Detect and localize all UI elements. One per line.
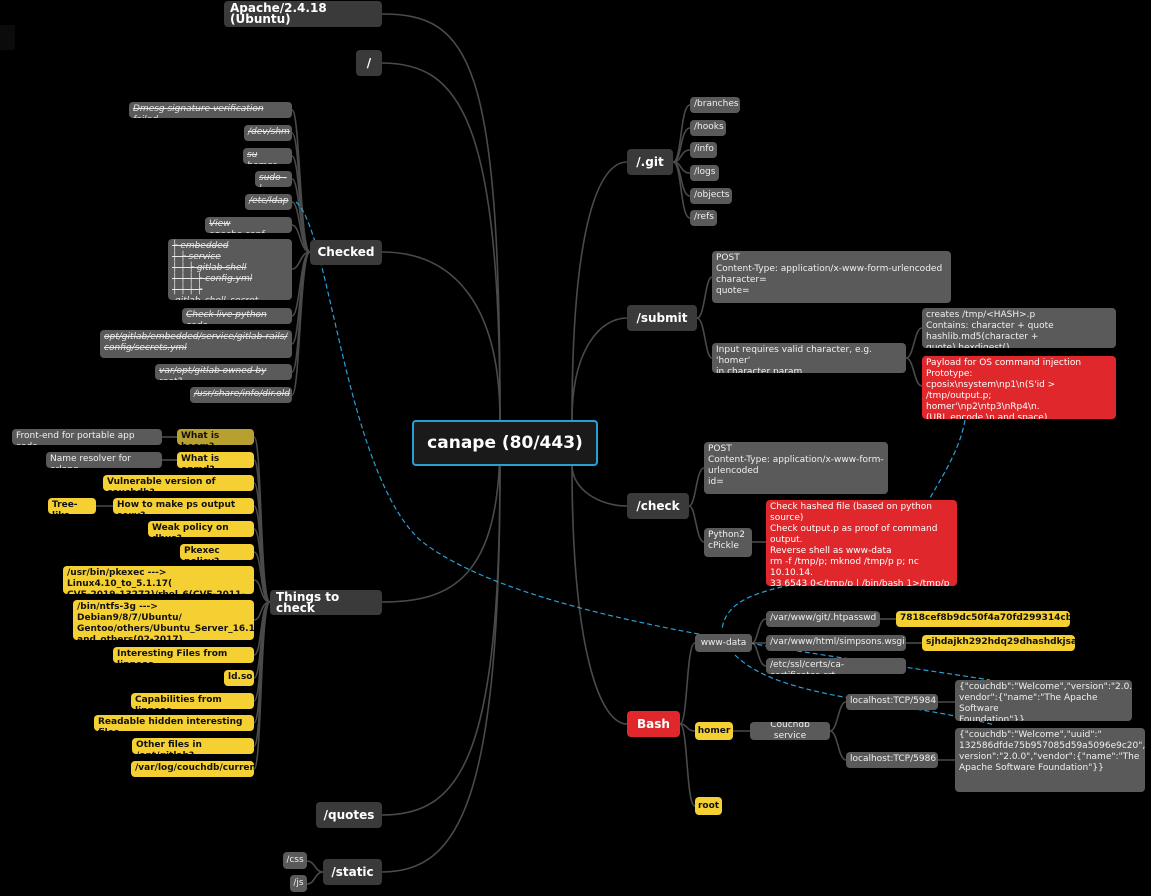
- checked-apache-conf[interactable]: View apache.conf: [205, 217, 292, 233]
- submit-post[interactable]: POST Content-Type: application/x-www-for…: [712, 251, 951, 303]
- hidden-files[interactable]: Readable hidden interesting files: [94, 715, 254, 731]
- static-css[interactable]: /css: [283, 852, 307, 869]
- checked-dir-old[interactable]: /usr/share/info/dir.old: [190, 387, 292, 403]
- git-info[interactable]: /info: [690, 142, 717, 158]
- port-5984[interactable]: localhost:TCP/5984: [846, 694, 938, 710]
- checked-dmesg[interactable]: Dmesg signature verification failed: [129, 102, 292, 118]
- couch-log-path[interactable]: /var/log/couchdb/current: [131, 761, 254, 777]
- git-objects[interactable]: /objects: [690, 188, 732, 204]
- pkexec-policy[interactable]: Pkexec policy?: [180, 544, 254, 560]
- root-user-node[interactable]: root: [695, 797, 722, 815]
- ps-answer[interactable]: Tree-like: [48, 498, 96, 514]
- capabilities[interactable]: Capabilities from linpeas: [131, 693, 254, 709]
- submit-input-note[interactable]: Input requires valid character, e.g. 'ho…: [712, 343, 906, 373]
- wsgi-secret[interactable]: sjhdajkh292hdq29dhashdkjsad: [922, 635, 1075, 651]
- couchdb-service[interactable]: Couchdb service: [750, 722, 830, 740]
- things-to-check-node[interactable]: Things to check: [270, 590, 382, 615]
- git-node[interactable]: /.git: [627, 149, 673, 175]
- checked-gitlab-tree[interactable]: ├ embedded │ ├ service │ │ ├ gitlab-shel…: [168, 239, 292, 300]
- pkexec-path[interactable]: /usr/bin/pkexec ---> Linux4.10_to_5.1.17…: [63, 566, 254, 594]
- submit-payload[interactable]: Payload for OS command injection Prototy…: [922, 356, 1116, 419]
- git-hooks[interactable]: /hooks: [690, 120, 726, 136]
- wsgi-path[interactable]: /var/www/html/simpsons.wsgi: [766, 635, 906, 651]
- beam-question[interactable]: What is beam?: [177, 429, 254, 445]
- check-post[interactable]: POST Content-Type: application/x-www-for…: [704, 442, 888, 494]
- linpeas-files[interactable]: Interesting Files from linpeas: [113, 647, 254, 663]
- bash-node[interactable]: Bash: [627, 711, 680, 737]
- checked-node[interactable]: Checked: [310, 240, 382, 265]
- checked-secrets-yml[interactable]: opt/gitlab/embedded/service/gitlab-rails…: [100, 330, 292, 358]
- epmd-answer[interactable]: Name resolver for erlang: [46, 452, 162, 468]
- checked-live-python[interactable]: Check live python code: [182, 308, 292, 324]
- ps-question[interactable]: How to make ps output sexy?: [113, 498, 254, 514]
- couchdb-vuln[interactable]: Vulnerable version of couchdb?: [103, 475, 254, 491]
- port-5986[interactable]: localhost:TCP/5986: [846, 752, 938, 768]
- central-topic[interactable]: canape (80/443): [412, 420, 598, 466]
- git-logs[interactable]: /logs: [690, 165, 719, 181]
- beam-answer[interactable]: Front-end for portable app code: [12, 429, 162, 445]
- checked-su-homer[interactable]: su homer: [243, 148, 292, 164]
- corner-artifact: [0, 25, 15, 50]
- root-path-node[interactable]: /: [356, 50, 382, 76]
- dbus-policy[interactable]: Weak policy on dbus?: [148, 521, 254, 537]
- epmd-question[interactable]: What is epmd?: [177, 452, 254, 468]
- git-branches[interactable]: /branches: [690, 97, 740, 113]
- submit-creates[interactable]: creates /tmp/<HASH>.p Contains: characte…: [922, 308, 1116, 348]
- check-hashed-file[interactable]: Check hashed file (based on python sourc…: [766, 500, 957, 586]
- static-js[interactable]: /js: [290, 875, 307, 892]
- couch-5986-json[interactable]: {"couchdb":"Welcome","uuid":" 132586dfde…: [955, 728, 1145, 792]
- homer-node[interactable]: homer: [695, 722, 733, 740]
- checked-etc-ldap[interactable]: /etc/ldap: [245, 194, 292, 210]
- couch-5984-json[interactable]: {"couchdb":"Welcome","version":"2.0.0","…: [955, 680, 1132, 721]
- git-refs[interactable]: /refs: [690, 210, 717, 226]
- ldso[interactable]: ld.so: [224, 670, 254, 686]
- static-node[interactable]: /static: [323, 859, 382, 885]
- apache-version-node[interactable]: Apache/2.4.18 (Ubuntu): [224, 1, 382, 27]
- htpasswd-path[interactable]: /var/www/git/.htpasswd: [766, 611, 880, 627]
- submit-node[interactable]: /submit: [627, 305, 697, 331]
- checked-var-opt-gitlab[interactable]: var/opt/gitlab owned by root?: [155, 364, 292, 380]
- check-node[interactable]: /check: [627, 493, 689, 519]
- ntfs-path[interactable]: /bin/ntfs-3g ---> Debian9/8/7/Ubuntu/ Ge…: [73, 600, 254, 640]
- quotes-node[interactable]: /quotes: [316, 802, 382, 828]
- checked-dev-shm[interactable]: /dev/shm: [244, 125, 292, 141]
- www-data-node[interactable]: www-data: [695, 634, 752, 652]
- htpasswd-hash[interactable]: 7818cef8b9dc50f4a70fd299314cb9eb: [896, 611, 1070, 627]
- checked-sudo[interactable]: sudo -l: [255, 171, 292, 187]
- check-python[interactable]: Python2 cPickle: [704, 528, 752, 557]
- ca-certs-path[interactable]: /etc/ssl/certs/ca-certificates.crt: [766, 658, 906, 674]
- gitlab-files[interactable]: Other files in /opt/gitlab?: [132, 738, 254, 754]
